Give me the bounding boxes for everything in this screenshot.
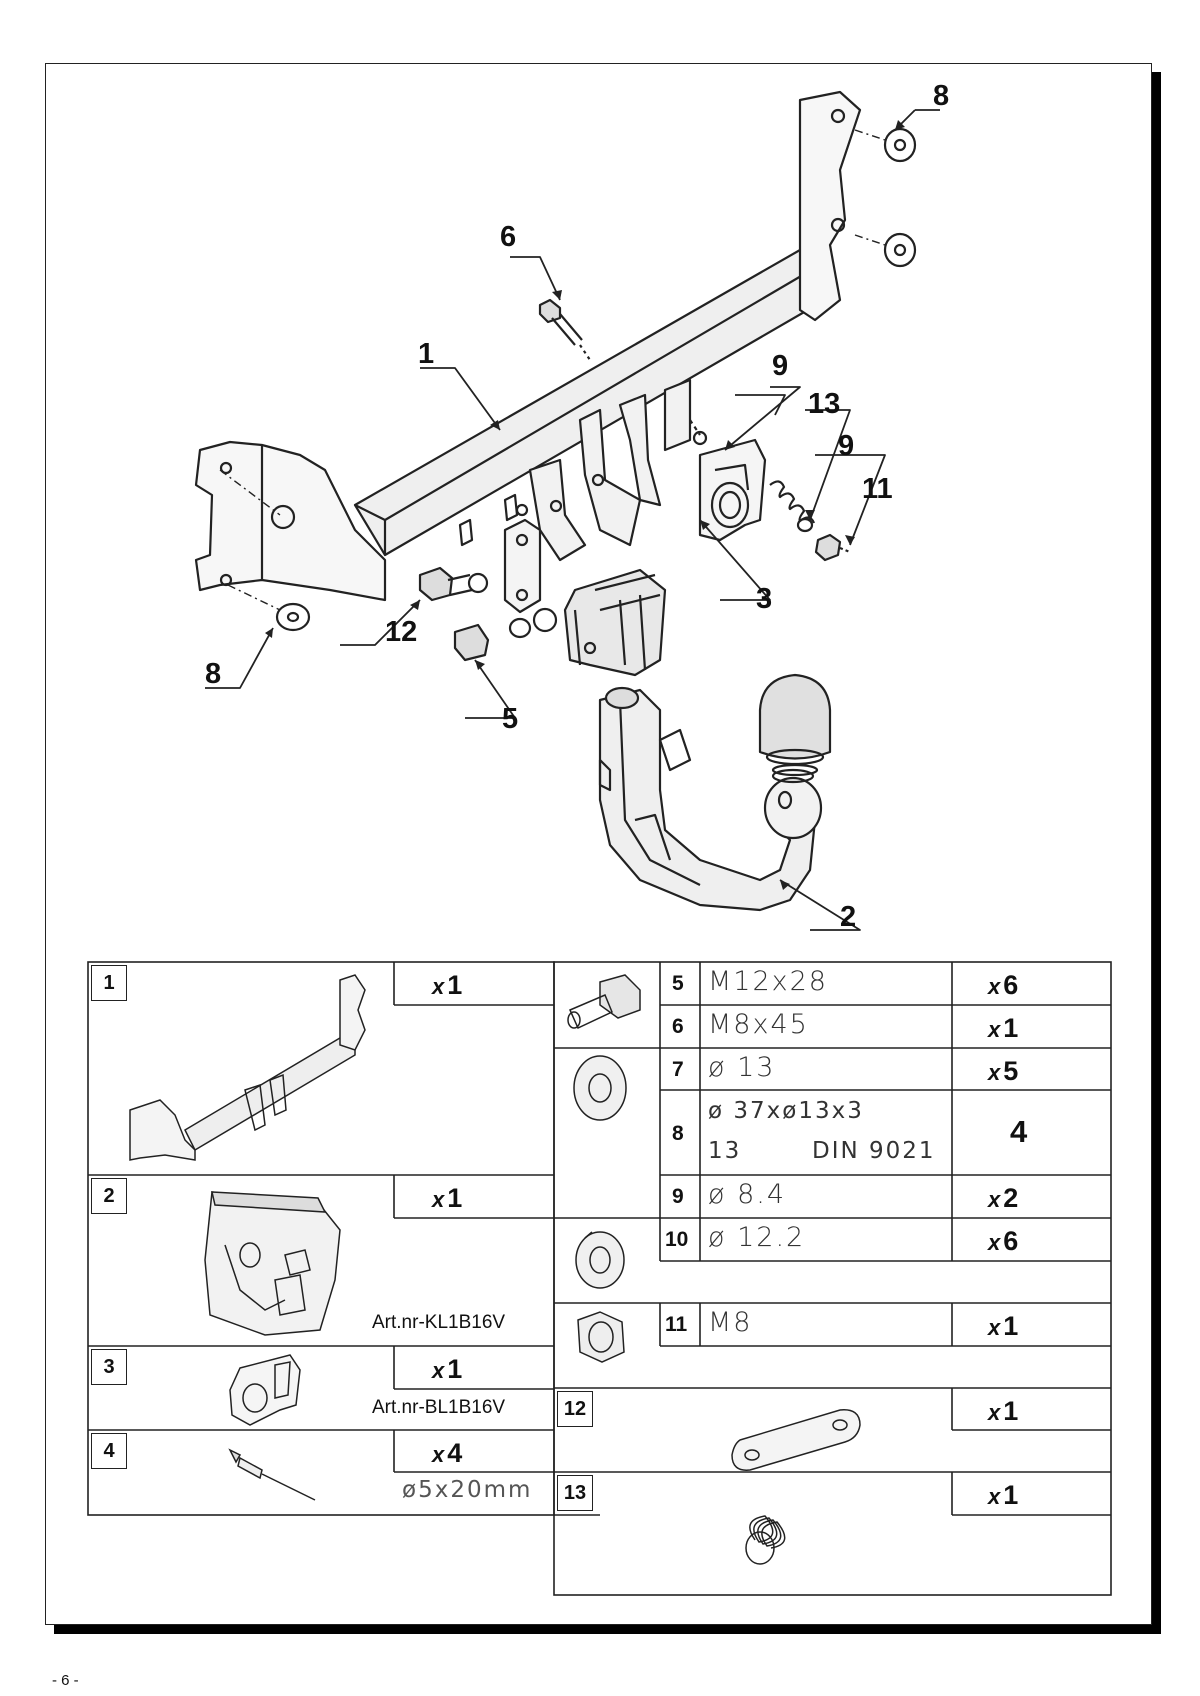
callout-8-top: 8 [933,80,950,112]
spec-part-8-line2a: 13 [708,1138,742,1164]
thumbnail-fish-plate [731,1409,861,1471]
callout-2: 2 [840,901,857,933]
washer-part-8-left [227,584,311,632]
spec-part-9: ø 8.4 [708,1179,787,1210]
washer-part-8-middle [854,232,917,268]
quantity-part-8: 4 [1010,1114,1028,1149]
crossbar-part-1 [194,90,862,602]
spec-part-5: M12x28 [708,966,828,997]
callout-11: 11 [862,473,893,505]
tow-ball-neck-part-2 [598,686,817,912]
washer-part-9 [796,517,814,533]
part-number-5: 5 [672,972,684,995]
part-number-7: 7 [672,1058,684,1081]
thumbnail-spring-washer [575,1231,625,1289]
part-number-12: 12 [557,1391,593,1427]
callout-3: 3 [756,583,773,615]
callout-13: 13 [808,388,841,420]
socket-plate-part-3 [698,438,767,542]
part-number-13: 13 [557,1475,593,1511]
spec-part-6: M8x45 [708,1009,809,1040]
ball-cap [758,673,832,777]
part-number-1: 1 [91,965,127,1001]
spec-part-7: ø 13 [708,1052,776,1083]
part-number-6: 6 [672,1015,684,1038]
drawing-sheet [45,63,1152,1625]
thumbnail-bolt [567,974,641,1030]
spec-part-11: M8 [708,1307,753,1338]
callout-9-lower: 9 [838,430,855,462]
thumbnail-kit-package [204,1191,341,1336]
thumbnail-rivet [228,1448,316,1501]
part-number-8: 8 [672,1122,684,1145]
page-number: - 6 - [52,1672,79,1689]
callout-8-left: 8 [205,658,222,690]
callout-6: 6 [500,221,517,253]
bolt-part-6 [538,298,591,361]
part-number-11: 11 [665,1313,688,1336]
rivet-size-spec: ø5x20mm [402,1477,533,1503]
part-number-10: 10 [665,1228,689,1251]
callout-9-upper: 9 [772,350,789,382]
thumbnail-socket-plate [229,1354,301,1426]
callout-12: 12 [385,616,418,648]
spec-part-10: ø 12.2 [708,1222,806,1253]
article-number-socket-plate: Art.nr-BL1B16V [372,1397,506,1418]
fish-plate-part-12 [503,518,542,614]
callout-1: 1 [418,338,435,370]
callout-5: 5 [502,703,519,735]
part-number-4: 4 [91,1433,127,1469]
tow-ball [763,768,823,840]
spec-part-8-line1: ø 37xø13x3 [708,1098,864,1124]
spec-part-8-line2b: DIN 9021 [812,1138,936,1164]
thumbnail-spring [745,1515,786,1565]
thumbnail-nut [577,1311,625,1363]
part-number-2: 2 [91,1178,127,1214]
nut-part-11 [814,533,851,562]
bolt-part-5 [418,566,558,662]
thumbnail-crossbar [129,974,366,1161]
washer-part-8-top [854,127,917,163]
thumbnail-washer [573,1055,627,1121]
article-number-kit: Art.nr-KL1B16V [372,1312,506,1333]
mounting-block [563,568,667,677]
part-number-3: 3 [91,1349,127,1385]
part-number-9: 9 [672,1185,684,1208]
